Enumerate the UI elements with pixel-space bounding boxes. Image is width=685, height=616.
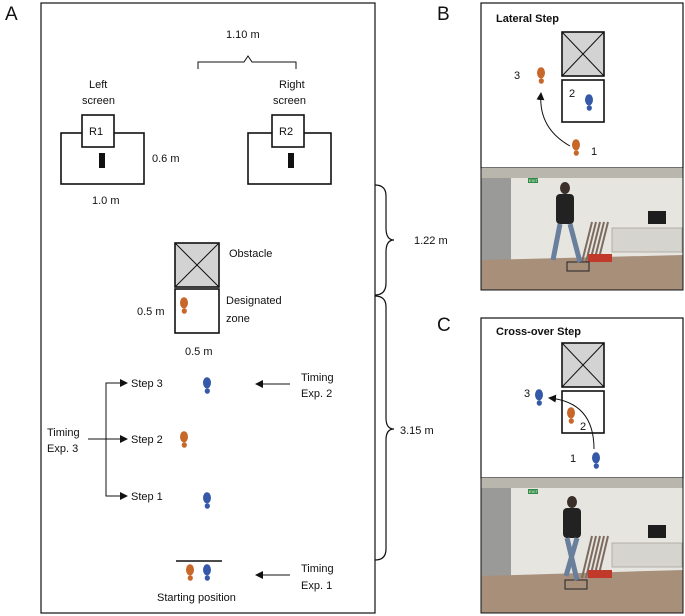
zone-width-label: 0.5 m — [185, 346, 213, 358]
timing-exp2-label-line1: Timing — [301, 372, 334, 384]
b-number-3: 3 — [514, 70, 520, 82]
c-photo-person-torso — [563, 508, 581, 538]
zone-label-line2: zone — [226, 313, 250, 325]
step3-label: Step 3 — [131, 378, 163, 390]
panel-a-frame — [40, 2, 376, 614]
cross-over-step-photo: EXIT — [481, 478, 683, 613]
zone-height-label: 0.5 m — [137, 306, 165, 318]
c-photo-exit-sign — [528, 489, 538, 494]
obstacle-cross-2 — [174, 242, 220, 288]
step1-blue-foot — [203, 492, 211, 509]
b-photo-ceiling — [481, 168, 683, 178]
panel-letter-a: A — [5, 4, 18, 25]
c-photo-ceiling — [481, 478, 683, 488]
left-marker — [99, 153, 105, 168]
c-photo-radiator — [611, 542, 683, 568]
b-step-arrow — [536, 92, 571, 147]
start-orange-foot — [186, 564, 194, 581]
lateral-step-photo: EXIT — [481, 168, 683, 290]
b-number-1: 1 — [591, 146, 597, 158]
r2-label: R2 — [279, 126, 293, 138]
r1-label: R1 — [89, 126, 103, 138]
c-zone-box — [561, 390, 605, 434]
panel-letter-b: B — [437, 4, 450, 25]
step1-label: Step 1 — [131, 491, 163, 503]
b-zone-box — [561, 79, 605, 123]
c-photo-monitor — [648, 525, 666, 538]
walk-distance-label: 3.15 m — [400, 425, 434, 437]
timing-exp1-label-line2: Exp. 1 — [301, 580, 332, 592]
c-number-3: 3 — [524, 388, 530, 400]
obstacle-distance-label: 1.22 m — [414, 235, 448, 247]
b-photo-person-leg-left — [550, 223, 563, 261]
screen-distance-brace — [197, 55, 297, 69]
walk-distance-brace — [374, 295, 395, 561]
b-photo-floor — [481, 255, 683, 290]
start-blue-foot — [203, 564, 211, 581]
designated-zone-box — [174, 288, 220, 334]
b-photo-radiator — [611, 227, 683, 253]
b-photo-door — [481, 178, 511, 260]
c-photo-door — [481, 488, 511, 580]
right-screen-label-line1: Right — [279, 79, 305, 91]
step2-label: Step 2 — [131, 434, 163, 446]
panel-a: 1.10 m Left screen R1 Right screen R2 0.… — [40, 2, 376, 614]
panel-b: Lateral Step 2 3 1 EXIT — [480, 2, 684, 291]
b-photo-exit-sign — [528, 178, 538, 183]
left-screen-label-line1: Left — [89, 79, 107, 91]
step2-orange-foot — [180, 431, 188, 448]
timing-exp1-label-line1: Timing — [301, 563, 334, 575]
b-photo-mat — [588, 254, 612, 262]
c-photo-person-head — [567, 496, 577, 508]
timing-exp2-label-line2: Exp. 2 — [301, 388, 332, 400]
b-number-2: 2 — [569, 88, 575, 100]
left-screen-label-line2: screen — [82, 95, 115, 107]
c-photo-exit-text: EXIT — [529, 489, 538, 494]
table-depth-label: 0.6 m — [152, 153, 180, 165]
zone-label-line1: Designated — [226, 295, 282, 307]
left-screen-box — [81, 114, 115, 148]
timing-exp3-label-line2: Exp. 3 — [47, 443, 78, 455]
right-screen-box — [271, 114, 305, 148]
c-photo-floor — [481, 570, 683, 613]
right-screen-label-line2: screen — [273, 95, 306, 107]
c-photo-person-leg-right — [563, 537, 580, 577]
obstacle-distance-brace — [374, 184, 395, 296]
panel-letter-c: C — [437, 315, 451, 336]
c-step-arrow — [548, 394, 595, 450]
step3-blue-foot — [203, 377, 211, 394]
c-photo-mat — [588, 570, 612, 578]
b-photo-person-torso — [556, 194, 574, 224]
panel-c: Cross-over Step 2 3 1 EXIT — [480, 317, 684, 614]
b-obstacle-cross-2 — [561, 31, 605, 77]
table-width-label: 1.0 m — [92, 195, 120, 207]
starting-position-label: Starting position — [157, 592, 236, 604]
cross-over-step-title: Cross-over Step — [496, 326, 581, 338]
c-number-1: 1 — [570, 453, 576, 465]
b-photo-person-head — [560, 182, 570, 194]
panel-b-outer-frame — [480, 2, 684, 291]
obstacle-label: Obstacle — [229, 248, 272, 260]
panel-c-outer-frame — [480, 317, 684, 614]
c-obstacle-cross-2 — [561, 342, 605, 388]
b-photo-monitor — [648, 211, 666, 224]
lateral-step-title: Lateral Step — [496, 13, 559, 25]
c-number-2: 2 — [580, 421, 586, 433]
right-marker — [288, 153, 294, 168]
screen-distance-label: 1.10 m — [226, 29, 260, 41]
b-photo-exit-text: EXIT — [529, 178, 538, 183]
timing-exp3-label-line1: Timing — [47, 427, 80, 439]
b-photo-person-leg-right — [567, 223, 583, 263]
